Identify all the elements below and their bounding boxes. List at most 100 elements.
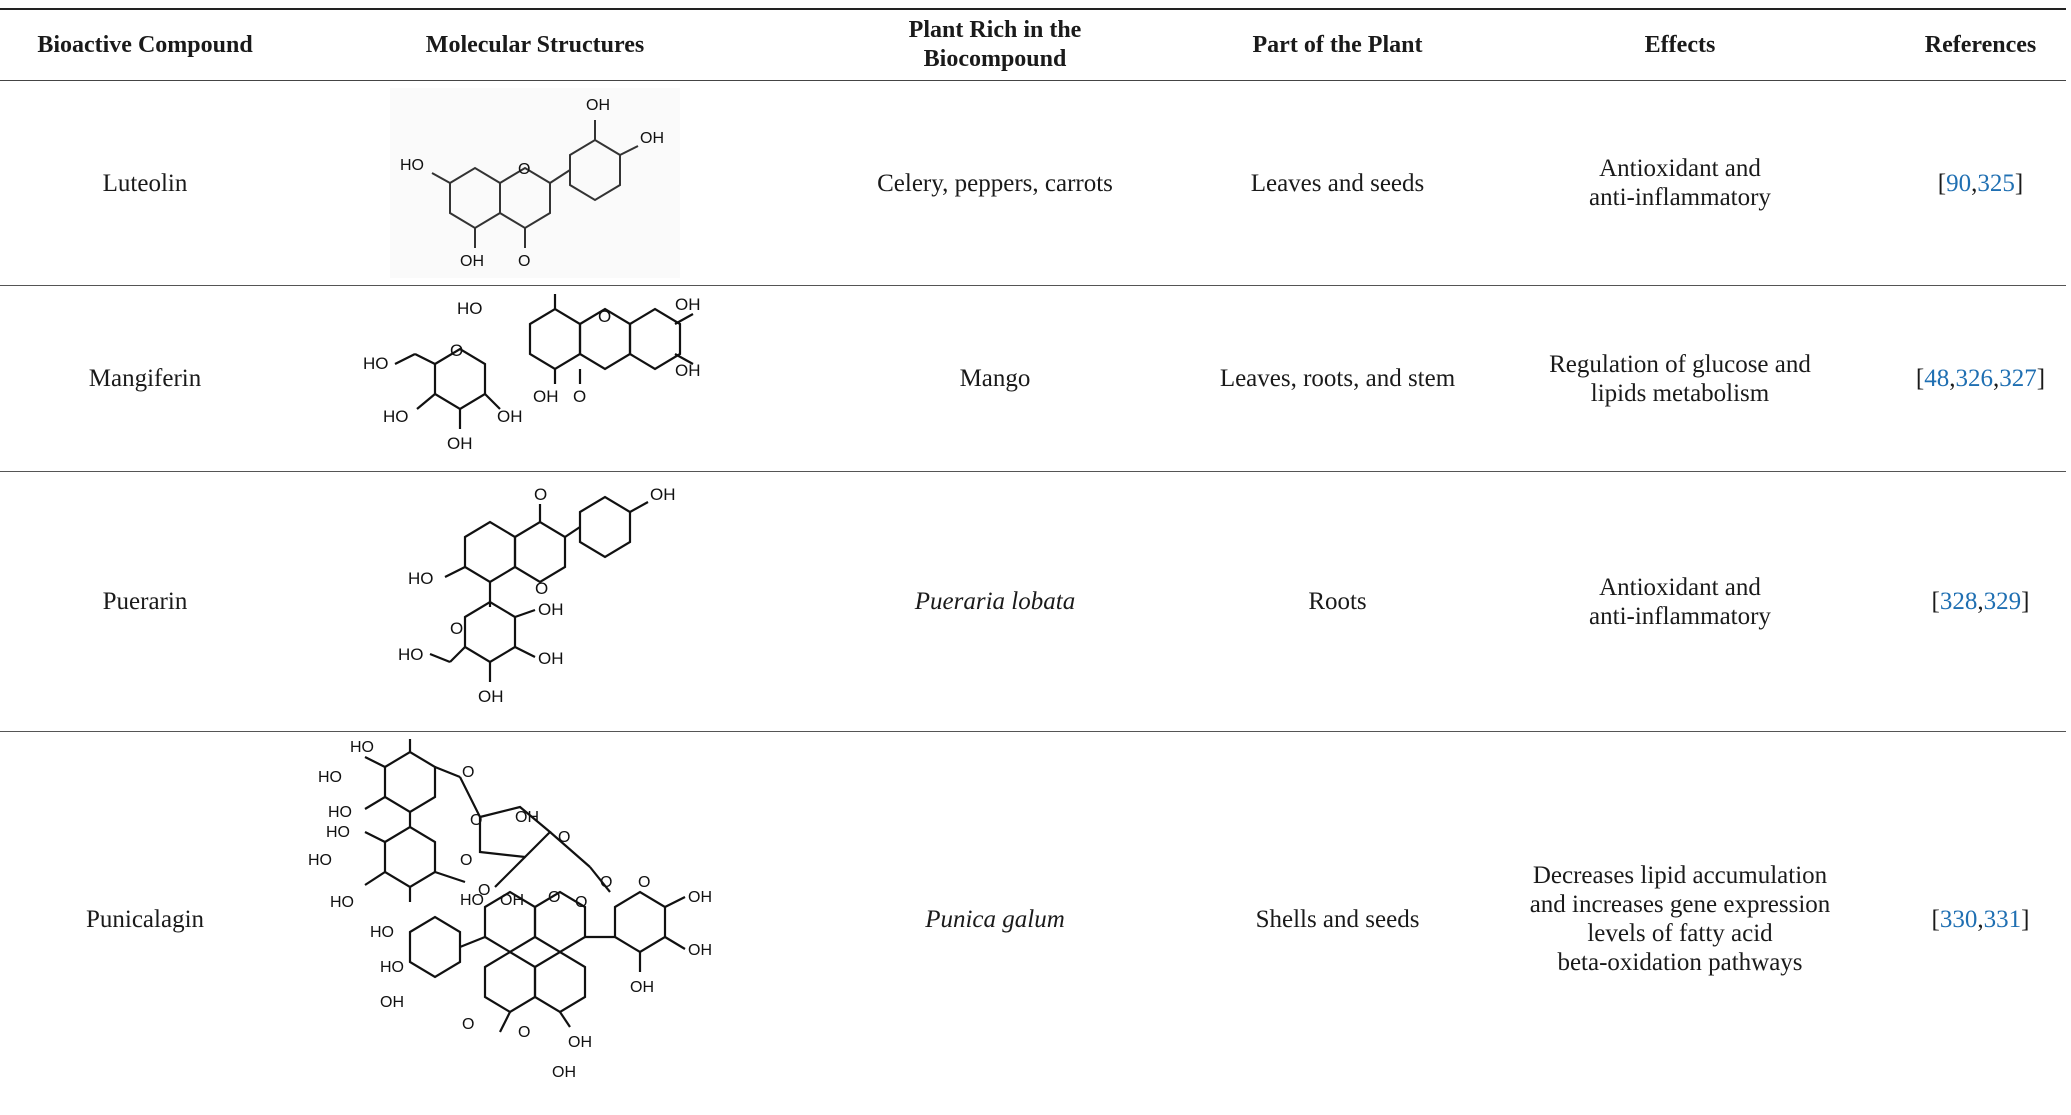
reference-link[interactable]: 326	[1955, 365, 1994, 392]
punicalagin-label: HO	[326, 824, 350, 841]
punicalagin-label: O	[460, 852, 472, 869]
luteolin-label: OH	[460, 253, 484, 270]
header-bioactive-compound: Bioactive Compound	[0, 8, 290, 81]
mangiferin-structure: HO OH HO OH OH HO OH OH O O O OH	[363, 293, 701, 453]
punicalagin-label: O	[478, 882, 490, 899]
punicalagin-label: OH	[630, 979, 654, 996]
puerarin-label: HO	[398, 645, 424, 664]
structure-cell: OH OH HO OH O O	[290, 80, 780, 286]
puerarin-label: OH	[538, 649, 564, 668]
luteolin-label: O	[518, 161, 530, 178]
effects-cell: Antioxidant and anti-inflammatory	[1465, 80, 1895, 286]
punicalagin-label: O	[548, 889, 560, 906]
compound-cell: Puerarin	[0, 471, 290, 732]
reference-link[interactable]: 330	[1939, 905, 1978, 933]
table-row: Puerarin	[0, 471, 2066, 732]
puerarin-structure: OH O HO O OH HO O OH OH	[398, 485, 676, 706]
effects-line: and increases gene expression	[1529, 891, 1831, 919]
plant-cell: Celery, peppers, carrots	[780, 80, 1210, 286]
punicalagin-label: OH	[515, 809, 539, 826]
header-plant-rich-label: Plant Rich in the Biocompound	[908, 17, 1082, 72]
part-cell: Roots	[1210, 471, 1465, 732]
puerarin-label: OH	[650, 485, 676, 504]
puerarin-label: HO	[408, 569, 434, 588]
mangiferin-label: OH	[533, 387, 559, 406]
effects-cell: Regulation of glucose and lipids metabol…	[1465, 285, 1895, 472]
mangiferin-label: O	[573, 387, 586, 406]
plant-cell: Pueraria lobata	[780, 471, 1210, 732]
punicalagin-label: HO	[370, 924, 394, 941]
reference-link[interactable]: 90	[1946, 169, 1972, 197]
header-molecular-structures: Molecular Structures	[290, 8, 780, 81]
effects-cell: Antioxidant and anti-inflammatory	[1465, 471, 1895, 732]
effects-line: lipids metabolism	[1590, 379, 1770, 407]
luteolin-label: OH	[586, 97, 610, 114]
compound-cell: Mangiferin	[0, 285, 290, 472]
punicalagin-label: O	[575, 894, 587, 911]
punicalagin-label: HO	[308, 852, 332, 869]
effects-line: Regulation of glucose and	[1549, 350, 1811, 378]
references-cell: [328,329]	[1895, 471, 2066, 732]
punicalagin-label: HO	[380, 959, 404, 976]
table-row: Luteolin OH OH	[0, 80, 2066, 286]
mangiferin-label: HO	[383, 407, 409, 426]
punicalagin-label: OH	[688, 942, 712, 959]
reference-link[interactable]: 331	[1983, 905, 2022, 933]
header-part-of-plant: Part of the Plant	[1210, 8, 1465, 81]
puerarin-label: O	[534, 485, 547, 504]
references-cell: [90,325]	[1895, 80, 2066, 286]
part-cell: Shells and seeds	[1255, 905, 1420, 933]
effects-line: Antioxidant and	[1599, 155, 1761, 182]
puerarin-label: OH	[478, 687, 504, 706]
compound-cell: Luteolin	[0, 80, 290, 286]
part-cell: Leaves, roots, and stem	[1210, 285, 1465, 472]
plant-cell: Mango	[780, 285, 1210, 472]
punicalagin-label: O	[638, 874, 650, 891]
punicalagin-label: O	[462, 764, 474, 781]
punicalagin-label: O	[470, 812, 482, 829]
luteolin-label: OH	[640, 130, 664, 147]
header-effects: Effects	[1465, 8, 1895, 81]
punicalagin-label: OH	[500, 892, 524, 909]
punicalagin-label: O	[558, 829, 570, 846]
effects-line: Antioxidant and	[1599, 573, 1761, 601]
reference-link[interactable]: 325	[1977, 169, 2015, 197]
structure-cell: OH O HO O OH HO O OH OH	[290, 471, 780, 732]
punicalagin-label: OH	[552, 1064, 576, 1081]
mangiferin-label: OH	[675, 295, 701, 314]
reference-link[interactable]: 327	[1999, 365, 2037, 392]
luteolin-label: O	[518, 253, 530, 270]
reference-link[interactable]: 48	[1924, 365, 1950, 392]
effects-line: anti-inflammatory	[1589, 184, 1771, 211]
header-plant-rich: Plant Rich in the Biocompound	[780, 8, 1210, 81]
plant-cell: Punica galum	[925, 905, 1065, 933]
mangiferin-label: HO	[457, 299, 483, 318]
punicalagin-label: OH	[688, 889, 712, 906]
structure-cell: HO HO HO HO HO HO O OH O O O O O O O OH	[290, 732, 780, 1107]
punicalagin-label: OH	[568, 1034, 592, 1051]
mangiferin-label: O	[450, 341, 463, 360]
punicalagin-label: HO	[330, 894, 354, 911]
punicalagin-label: O	[462, 1016, 474, 1033]
table-row: Mangiferin	[0, 285, 2066, 472]
luteolin-label: HO	[400, 157, 424, 174]
table-row: Punicalagin	[0, 732, 2066, 1107]
part-cell: Leaves and seeds	[1210, 80, 1465, 286]
punicalagin-label: O	[600, 874, 612, 891]
effects-line: levels of fatty acid	[1587, 920, 1773, 948]
punicalagin-label: HO	[328, 804, 352, 821]
table-header-row: Bioactive Compound Molecular Structures …	[0, 8, 2066, 81]
compounds-table: Bioactive Compound Molecular Structures …	[0, 8, 2066, 1107]
punicalagin-label: HO	[350, 739, 374, 756]
effects-line: anti-inflammatory	[1589, 602, 1771, 630]
reference-link[interactable]: 329	[1983, 588, 2022, 615]
luteolin-structure: OH OH HO OH O O	[390, 88, 680, 278]
header-references: References	[1895, 8, 2066, 81]
references-cell: [48,326,327]	[1895, 285, 2066, 472]
reference-link[interactable]: 328	[1939, 588, 1978, 615]
punicalagin-label: O	[518, 1024, 530, 1041]
punicalagin-label: OH	[380, 994, 404, 1011]
puerarin-label: O	[450, 619, 463, 638]
punicalagin-label: HO	[318, 769, 342, 786]
